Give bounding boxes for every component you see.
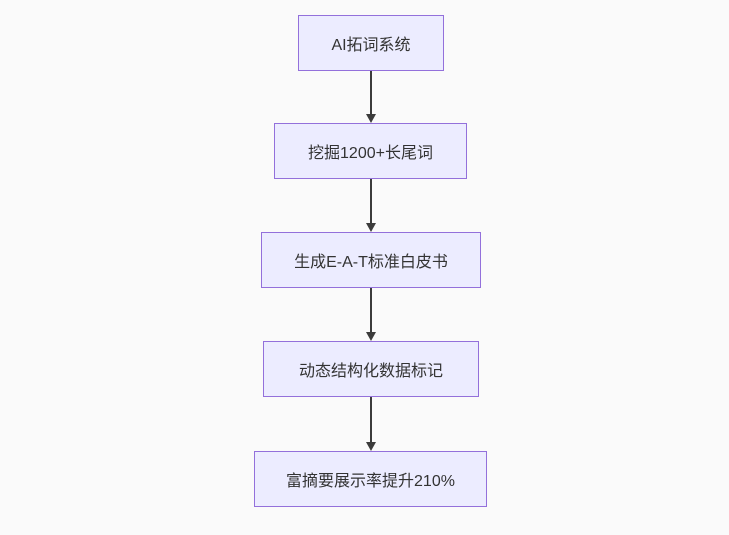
flow-node-label: 动态结构化数据标记 (298, 363, 443, 380)
flow-arrow-4 (365, 397, 377, 451)
flow-node-label: 富摘要展示率提升210% (286, 473, 455, 490)
flow-node-eat-whitepaper: 生成E-A-T标准白皮书 (261, 232, 481, 288)
flow-node-rich-snippet-uplift: 富摘要展示率提升210% (254, 451, 487, 507)
flow-node-ai-keyword-system: AI拓词系统 (298, 15, 444, 71)
flow-node-label: 生成E-A-T标准白皮书 (294, 254, 448, 271)
flow-node-label: 挖掘1200+长尾词 (308, 145, 433, 162)
flow-arrow-2 (365, 179, 377, 232)
flow-node-label: AI拓词系统 (331, 37, 411, 54)
flow-node-longtail-mining: 挖掘1200+长尾词 (274, 123, 467, 179)
flow-arrow-1 (365, 71, 377, 123)
flow-arrow-3 (365, 288, 377, 341)
flow-node-structured-data-markup: 动态结构化数据标记 (263, 341, 479, 397)
